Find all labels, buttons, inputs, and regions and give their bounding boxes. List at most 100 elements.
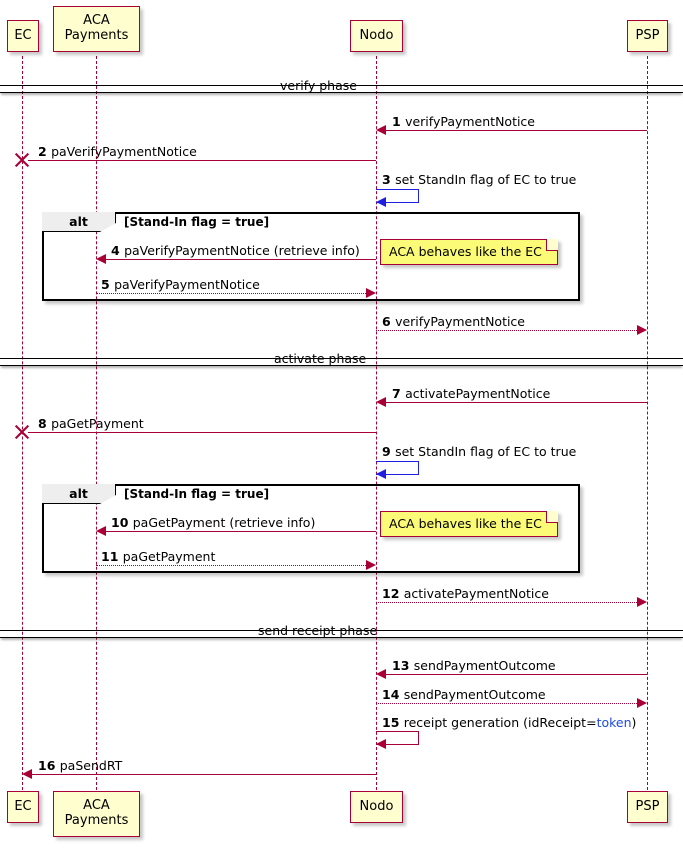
message-9-text: set StandIn flag of EC to true: [395, 444, 577, 459]
message-9-number: 9: [382, 444, 396, 459]
message-4-line: [102, 259, 376, 260]
alt-block-1-condition: [Stand-In flag = true]: [124, 215, 270, 229]
note-aca-behaves-1: ACA behaves like the EC: [380, 239, 558, 265]
message-15-number: 15: [382, 715, 404, 730]
message-14-arrowhead: [637, 698, 647, 708]
alt-block-2-condition: [Stand-In flag = true]: [124, 487, 270, 501]
message-2-number: 2: [38, 144, 52, 159]
message-7-text: activatePaymentNotice: [405, 386, 551, 401]
message-12-arrowhead: [637, 597, 647, 607]
message-5-number: 5: [101, 277, 115, 292]
message-3-number: 3: [382, 172, 396, 187]
alt-block-2-keyword: alt: [42, 484, 116, 504]
participant-psp-bottom[interactable]: PSP: [627, 791, 668, 823]
message-4-arrowhead: [96, 254, 106, 264]
message-7-arrowhead: [376, 397, 386, 407]
message-12-label: 12 activatePaymentNotice: [382, 586, 549, 601]
message-9-self-loop: [376, 461, 419, 475]
note-1-text: ACA behaves like the EC: [389, 244, 542, 259]
phase-divider-receipt: [0, 630, 683, 638]
phase-label-activate: activate phase: [274, 351, 367, 366]
message-13-text: sendPaymentOutcome: [413, 658, 556, 673]
participant-psp-top[interactable]: PSP: [627, 20, 668, 52]
message-10-text: paGetPayment (retrieve info): [132, 515, 316, 530]
message-6-number: 6: [382, 314, 396, 329]
message-9-arrowhead: [376, 469, 386, 479]
participant-ec-bottom[interactable]: EC: [7, 791, 39, 823]
divider-bar: [0, 358, 683, 366]
message-6-line: [376, 330, 641, 331]
phase-label-verify: verify phase: [280, 78, 357, 93]
message-7-label: 7 activatePaymentNotice: [392, 386, 550, 401]
message-11-line: [96, 565, 370, 566]
message-2-line: [28, 160, 376, 161]
lifeline-aca: [96, 56, 97, 790]
destroy-marker-ec-2: [13, 423, 31, 441]
message-5-text: paVerifyPaymentNotice: [114, 277, 260, 292]
message-10-arrowhead: [96, 526, 106, 536]
message-3-arrowhead: [376, 197, 386, 207]
message-2-text: paVerifyPaymentNotice: [51, 144, 197, 159]
destroy-marker-ec-1: [13, 151, 31, 169]
message-14-number: 14: [382, 687, 404, 702]
alt-block-1: [42, 212, 580, 301]
message-4-label: 4 paVerifyPaymentNotice (retrieve info): [111, 243, 360, 258]
message-12-number: 12: [382, 586, 404, 601]
message-13-arrowhead: [376, 669, 386, 679]
message-11-arrowhead: [366, 560, 376, 570]
message-12-line: [376, 602, 641, 603]
message-14-text: sendPaymentOutcome: [403, 687, 546, 702]
message-13-label: 13 sendPaymentOutcome: [392, 658, 556, 673]
message-1-label: 1 verifyPaymentNotice: [392, 114, 535, 129]
participant-aca-bottom[interactable]: ACA Payments: [53, 791, 140, 837]
lifeline-ec: [22, 56, 23, 790]
message-5-line: [96, 293, 370, 294]
message-3-text: set StandIn flag of EC to true: [395, 172, 577, 187]
message-6-arrowhead: [637, 325, 647, 335]
message-5-arrowhead: [366, 288, 376, 298]
message-3-self-loop: [376, 189, 419, 203]
message-1-number: 1: [392, 114, 406, 129]
participant-ec-top[interactable]: EC: [7, 20, 39, 52]
message-12-text: activatePaymentNotice: [403, 586, 549, 601]
message-15-label: 15 receipt generation (idReceipt=token): [382, 715, 636, 730]
phase-label-receipt: send receipt phase: [258, 623, 378, 638]
message-5-label: 5 paVerifyPaymentNotice: [101, 277, 260, 292]
note-2-text: ACA behaves like the EC: [389, 516, 542, 531]
message-9-label: 9 set StandIn flag of EC to true: [382, 444, 576, 459]
message-8-number: 8: [38, 416, 52, 431]
message-8-text: paGetPayment: [51, 416, 144, 431]
message-15-self-loop: [376, 731, 419, 745]
message-7-line: [382, 402, 647, 403]
message-16-number: 16: [38, 758, 60, 773]
note-fold-icon: [546, 239, 558, 251]
message-2-label: 2 paVerifyPaymentNotice: [38, 144, 197, 159]
message-8-line: [28, 432, 376, 433]
message-15-suffix: ): [631, 715, 637, 730]
participant-aca-top[interactable]: ACA Payments: [53, 6, 140, 52]
message-16-label: 16 paSendRT: [38, 758, 122, 773]
message-10-label: 10 paGetPayment (retrieve info): [111, 515, 315, 530]
lifeline-nodo: [376, 56, 377, 790]
message-7-number: 7: [392, 386, 406, 401]
note-aca-behaves-2: ACA behaves like the EC: [380, 511, 558, 537]
note-fold-icon: [546, 511, 558, 523]
message-16-line: [28, 774, 376, 775]
message-1-line: [382, 130, 647, 131]
message-15-token: token: [596, 715, 632, 730]
message-11-text: paGetPayment: [122, 549, 216, 564]
message-11-number: 11: [101, 549, 123, 564]
message-16-arrowhead: [22, 769, 32, 779]
message-15-text: receipt generation (idReceipt=: [403, 715, 597, 730]
participant-nodo-top[interactable]: Nodo: [350, 20, 403, 52]
message-14-label: 14 sendPaymentOutcome: [382, 687, 546, 702]
phase-divider-activate: [0, 358, 683, 366]
participant-nodo-bottom[interactable]: Nodo: [350, 791, 403, 823]
message-11-label: 11 paGetPayment: [101, 549, 215, 564]
alt-block-1-keyword: alt: [42, 212, 116, 232]
lifeline-psp: [647, 56, 648, 790]
message-13-line: [382, 674, 647, 675]
message-6-text: verifyPaymentNotice: [395, 314, 526, 329]
message-13-number: 13: [392, 658, 414, 673]
